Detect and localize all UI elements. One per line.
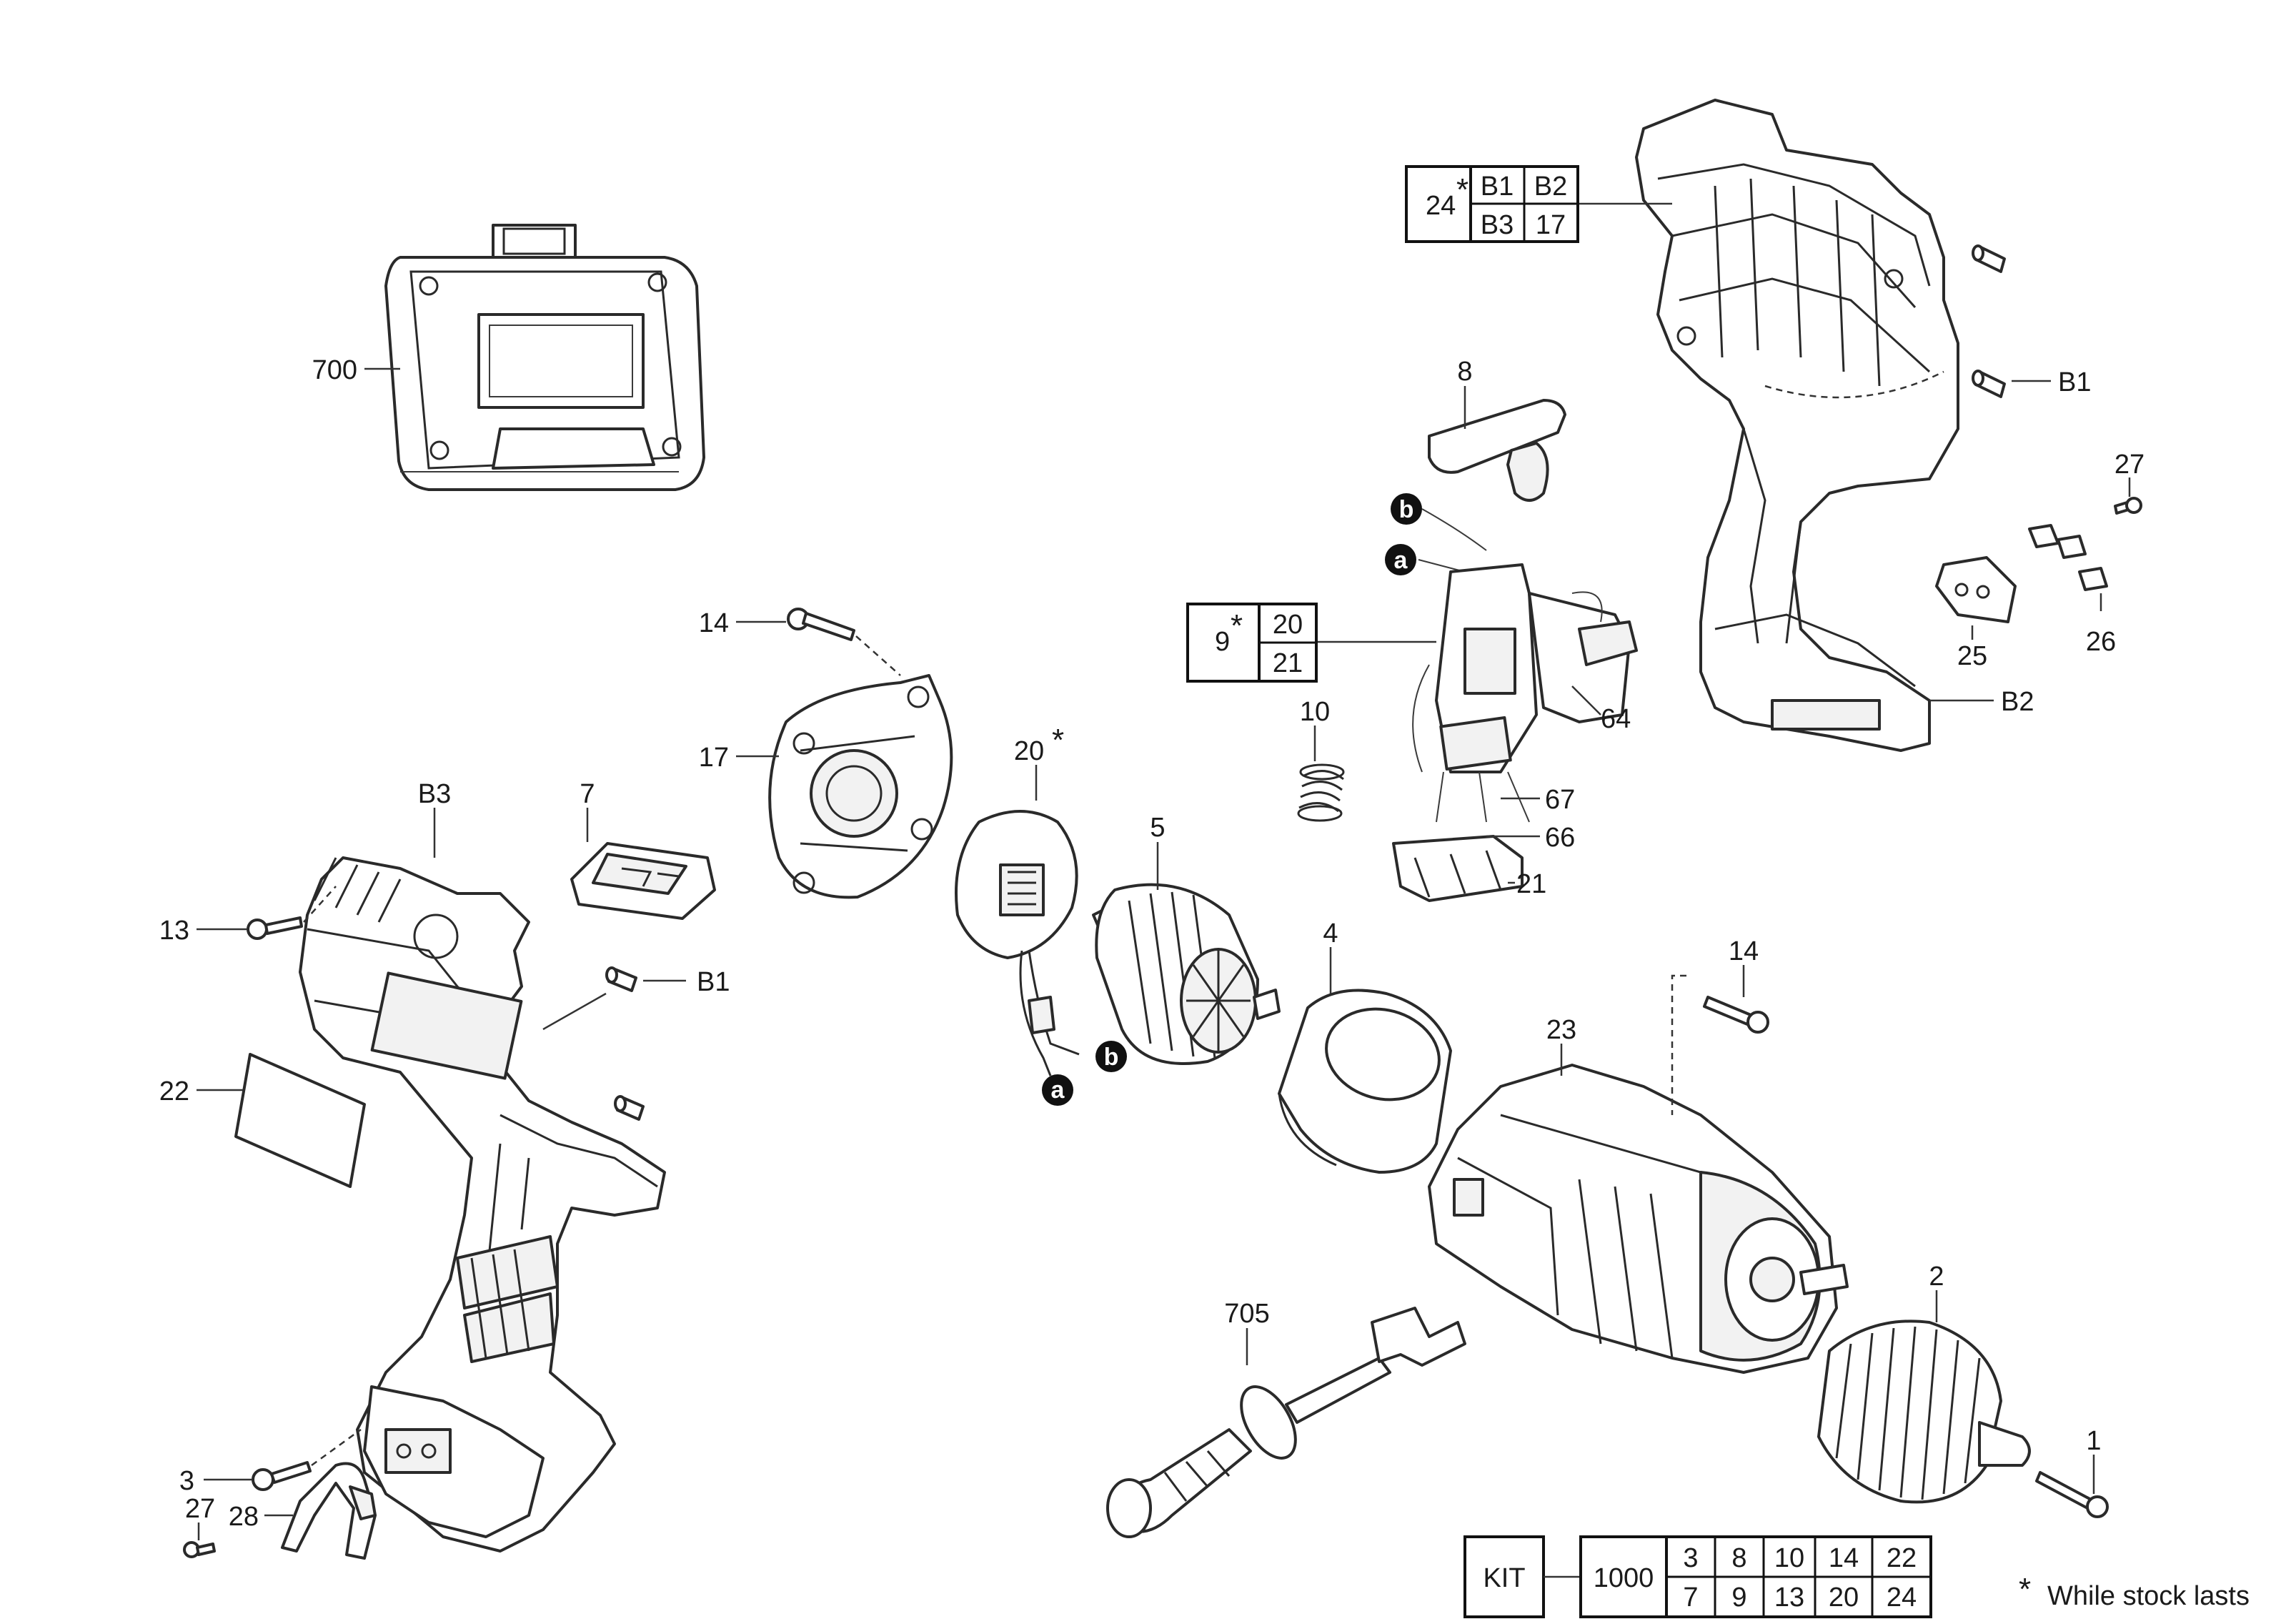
kit-row2-2: 13 <box>1774 1583 1804 1613</box>
table9-star: * <box>1231 608 1243 643</box>
label-5: 5 <box>1150 813 1165 843</box>
table-part-24: 24 * B1 B2 B3 17 <box>1405 165 1579 243</box>
kit-row1-0: 3 <box>1683 1543 1698 1573</box>
label-1: 1 <box>2086 1426 2101 1456</box>
pcb-ring-20 <box>955 810 1080 1076</box>
label-700: 700 <box>312 355 357 385</box>
label-10: 10 <box>1300 697 1330 727</box>
table9-cell-0: 20 <box>1273 610 1303 640</box>
pin-b1-right-upper <box>1972 244 2006 273</box>
connector-b-lower: b <box>1095 1041 1127 1072</box>
magnet-ring-4 <box>1278 989 1452 1174</box>
svg-text:a: a <box>1394 547 1408 574</box>
label-66: 66 <box>1545 823 1575 853</box>
footnote: * While stock lasts <box>2019 1572 2250 1611</box>
label-17: 17 <box>699 743 729 773</box>
kit-row2-1: 9 <box>1731 1583 1746 1613</box>
label-705: 705 <box>1224 1299 1269 1329</box>
table24-star: * <box>1456 172 1468 207</box>
footnote-text: While stock lasts <box>2047 1581 2250 1611</box>
table24-part: 24 <box>1426 191 1456 221</box>
label-14-upper: 14 <box>699 608 729 638</box>
label-b1-right: B1 <box>2058 367 2091 397</box>
carry-case-700 <box>384 224 705 491</box>
label-25: 25 <box>1957 641 1987 671</box>
screw-27-left <box>183 1541 216 1558</box>
label-23: 23 <box>1546 1015 1576 1045</box>
right-housing <box>1635 99 1959 752</box>
kit-row1-1: 8 <box>1731 1543 1746 1573</box>
table24-cell-1: B2 <box>1534 172 1567 202</box>
screw-27-right <box>2114 497 2142 515</box>
label-26: 26 <box>2086 627 2116 657</box>
chuck-2 <box>1817 1320 2031 1504</box>
direction-switch-7 <box>570 842 716 920</box>
kit-label: KIT <box>1483 1563 1525 1593</box>
table9-cell-1: 21 <box>1273 648 1303 678</box>
pin-b1-left <box>605 966 637 992</box>
label-2: 2 <box>1929 1262 1944 1292</box>
label-8: 8 <box>1457 357 1472 387</box>
label-27-right: 27 <box>2114 450 2145 480</box>
spring-10 <box>1297 763 1345 822</box>
label-21: 21 <box>1516 869 1546 899</box>
label-7: 7 <box>580 779 595 809</box>
label-b2: B2 <box>2001 687 2034 717</box>
screw-3 <box>252 1461 312 1491</box>
label-3: 3 <box>179 1466 194 1496</box>
label-67: 67 <box>1545 785 1575 815</box>
screw-14-lower <box>1703 996 1769 1034</box>
label-13: 13 <box>159 916 189 946</box>
label-64: 64 <box>1601 704 1631 734</box>
connector-a-lower: a <box>1042 1074 1073 1106</box>
kit-row2-3: 20 <box>1829 1583 1859 1613</box>
label-20-star: * <box>1052 723 1064 758</box>
label-28: 28 <box>229 1502 259 1532</box>
table24-cell-3: 17 <box>1536 210 1566 240</box>
table-part-9: 9 * 20 21 <box>1186 603 1318 683</box>
kit-row2-4: 24 <box>1887 1583 1917 1613</box>
label-14-lower: 14 <box>1729 936 1759 966</box>
screw-1 <box>2035 1471 2109 1518</box>
belt-clip-28 <box>281 1462 377 1560</box>
screw-14-upper <box>787 608 855 641</box>
svg-text:a: a <box>1051 1076 1065 1104</box>
gearbox-23 <box>1428 1064 1849 1374</box>
label-4: 4 <box>1323 919 1338 949</box>
svg-text:b: b <box>1104 1044 1119 1071</box>
table24-cell-2: B3 <box>1481 210 1514 240</box>
label-20: 20 <box>1014 736 1044 766</box>
label-b3: B3 <box>418 779 451 809</box>
svg-text:b: b <box>1399 496 1414 523</box>
side-handle-705 <box>1106 1307 1466 1538</box>
trigger-8 <box>1428 399 1566 502</box>
switch-assembly-9 <box>1392 508 1638 902</box>
kit-row1-3: 14 <box>1829 1543 1859 1573</box>
kit-row1-2: 10 <box>1774 1543 1804 1573</box>
pin-small <box>614 1095 645 1121</box>
screw-13 <box>247 916 303 940</box>
kit-number: 1000 <box>1594 1563 1654 1593</box>
kit-table: KIT 1000 3 8 10 14 22 7 9 13 20 24 <box>1463 1535 1932 1618</box>
connector-b-upper: b <box>1391 493 1422 525</box>
table9-part: 9 <box>1215 627 1230 657</box>
footnote-star: * <box>2019 1572 2031 1607</box>
pin-b1-right <box>1972 370 2006 398</box>
label-27-left: 27 <box>185 1494 215 1524</box>
motor-end-plate-17 <box>768 674 953 899</box>
left-housing-b3 <box>299 856 666 1553</box>
contacts-26 <box>2028 524 2108 591</box>
kit-row1-4: 22 <box>1887 1543 1917 1573</box>
label-22: 22 <box>159 1076 189 1106</box>
label-b1-left: B1 <box>697 967 730 997</box>
armature-5 <box>1092 883 1281 1065</box>
table24-cell-0: B1 <box>1481 172 1514 202</box>
connector-a-upper: a <box>1385 544 1416 575</box>
kit-row2-0: 7 <box>1683 1583 1698 1613</box>
label-plate-22 <box>234 1053 366 1188</box>
bracket-25 <box>1935 556 2017 623</box>
